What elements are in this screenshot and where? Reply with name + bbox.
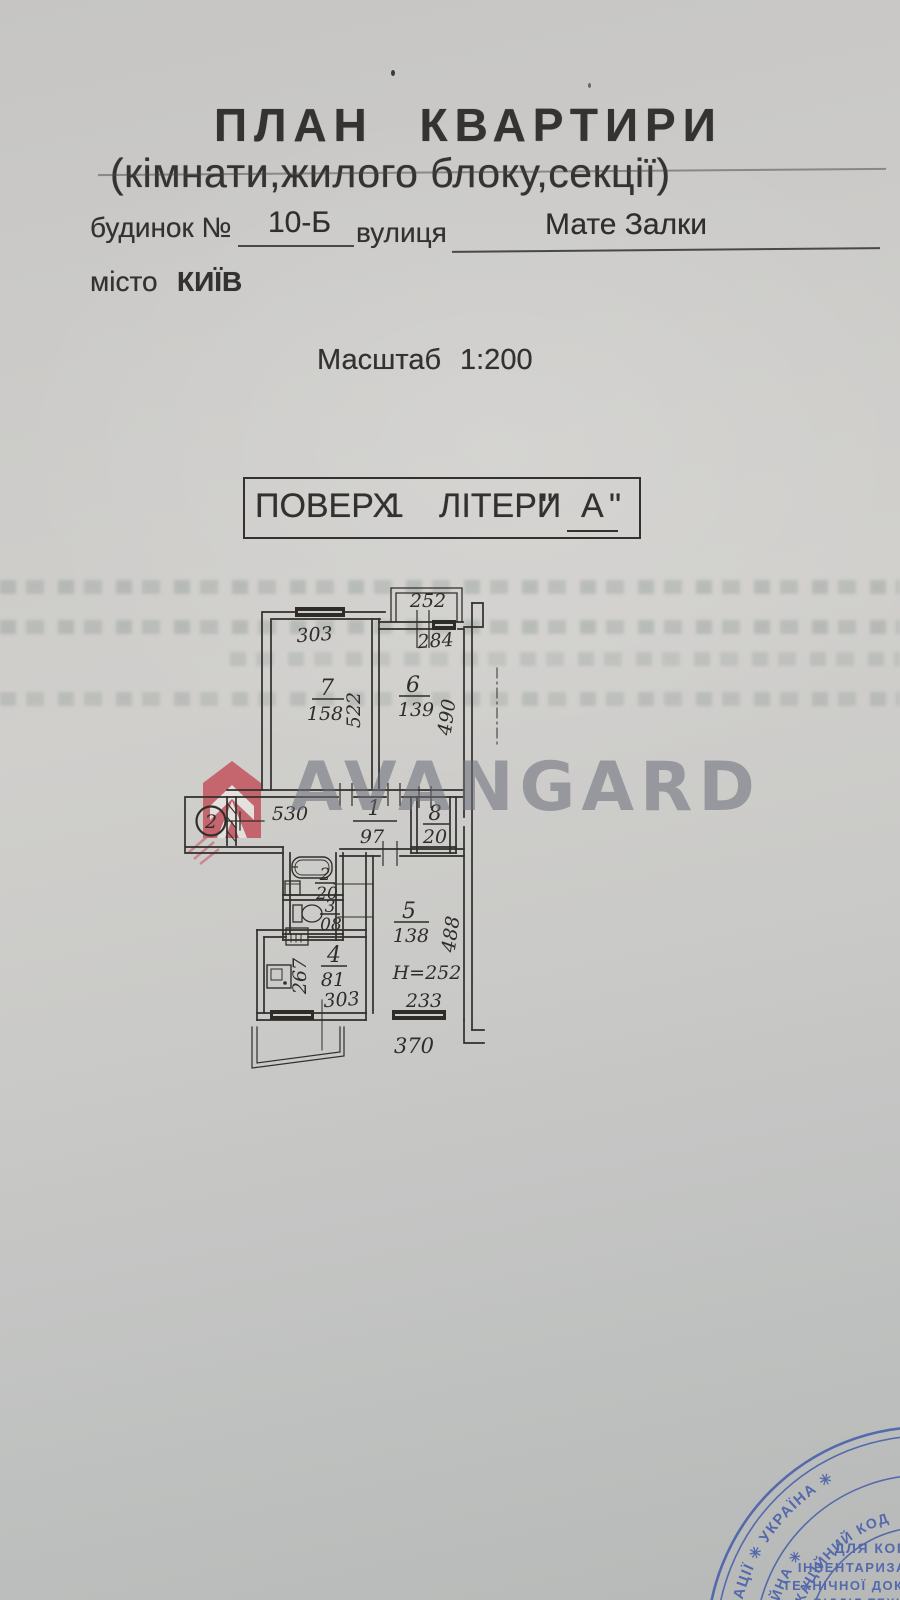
dim-room6-width: 284 [416,629,455,654]
showthrough-line [0,580,900,594]
room6-area: 139 [398,699,434,721]
dim-total-width: 370 [394,1034,434,1058]
dim-kitchen-width: 303 [323,988,361,1012]
wc-number: 3 [325,897,336,917]
showthrough-line [230,652,900,666]
hall-area: 97 [360,826,385,848]
letter-label: ЛІТЕРИ [439,487,562,525]
city-value: КИЇВ [177,266,243,297]
building-label: будинок № [90,212,232,243]
entrance-mark-label: 2 [204,811,217,833]
room8-number: 8 [428,801,441,825]
dim-room7-width: 303 [296,623,334,647]
wc-area: 08 [320,915,342,935]
door-ticks [339,610,432,866]
toilet-icon [292,904,323,923]
scale-value: 1:200 [460,344,533,376]
street-value: Мате Залки [545,208,707,241]
room7-number: 7 [320,676,334,701]
room5-height: Н=252 [392,962,462,984]
quote-open: " [541,487,554,525]
dim-kitchen-depth: 267 [289,957,311,995]
room5-number: 5 [402,899,416,924]
bath-area: 20 [315,884,338,904]
floor-letter-box: ПОВЕРХ 1 ЛІТЕРИ " А " [243,477,641,539]
stamp-center-line4: ВІДДІЛ ТЕХНІЧНОЇ [813,1595,900,1600]
dim-hall-width: 530 [272,803,308,825]
dim-balcony: 252 [409,590,446,612]
showthrough-line [0,692,900,706]
building-number: 10-Б [268,206,332,239]
bath-number: 2 [319,865,331,885]
bathtub-icon [291,856,333,879]
city-label: місто [90,266,158,297]
dim-room6-depth: 490 [434,698,461,738]
ink-speck [391,70,395,76]
room8-area: 20 [422,826,447,848]
quote-close: " [609,487,622,525]
sink-icon [284,880,301,896]
stamp-center-line2: ІНВЕНТАРИЗАЦІЙНО- [798,1560,900,1575]
bti-stamp: ОЇ ІНВЕНТАРИЗАЦІЇ ✳ УКРАЇНА ✳ КОМОГО МАЙ… [710,1427,900,1600]
street-label: вулиця [356,217,447,248]
scale-label: Масштаб [317,344,442,376]
fraction-bars [312,695,449,967]
room7-area: 158 [307,703,343,725]
building-underline [238,245,354,247]
avangard-watermark: AVANGARD [290,748,761,827]
dim-room7-depth: 522 [343,692,365,728]
kitchen-number: 4 [326,943,341,968]
plan-labels: 252 303 7 158 522 284 6 139 490 530 1 97… [272,590,465,1058]
stove-icon [266,964,292,989]
dim-room5-depth: 488 [438,915,465,955]
room6-number: 6 [406,673,420,698]
hall-number: 1 [367,796,380,820]
dim-room5-width: 233 [405,990,442,1012]
kitchen-area: 81 [321,969,345,991]
entrance-door-mark: 2 [195,805,227,837]
window-bands [270,607,456,1020]
floor-label: ПОВЕРХ [255,487,396,525]
ink-speck [588,83,591,88]
room5-area: 138 [393,925,429,947]
stamp-center-line1: ДЛЯ КОПІЙ [835,1539,900,1556]
plan-walls [184,587,498,1069]
letter-value: А [567,487,618,532]
floor-number: 1 [385,487,404,525]
page-title: ПЛАН КВАРТИРИ [214,99,723,151]
stamp-center-line3: ТЕХНІЧНОЇ ДОКУМЕНТАЦ [783,1578,900,1593]
